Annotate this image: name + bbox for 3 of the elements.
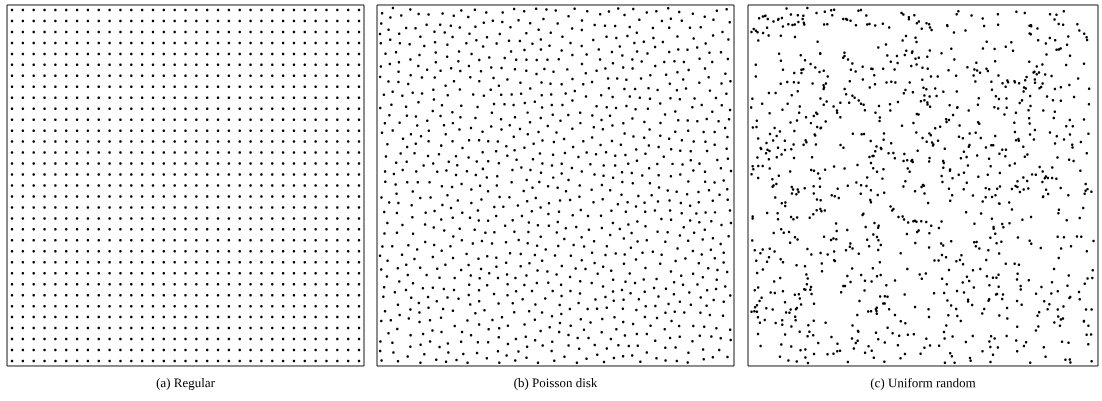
panel-caption: (c) Uniform random xyxy=(870,378,976,390)
panel-caption: (a) Regular xyxy=(156,378,215,390)
panel-caption: (b) Poisson disk xyxy=(514,378,598,390)
